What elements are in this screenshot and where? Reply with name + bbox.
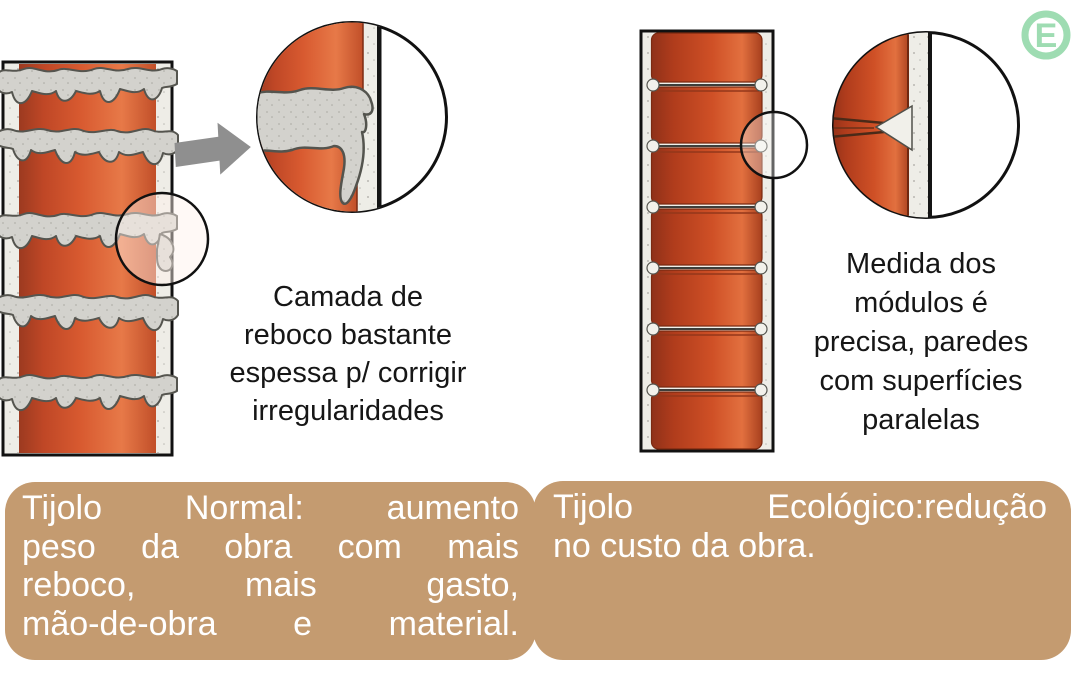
summary-line: reboco, mais gasto,: [22, 566, 519, 605]
normal-brick-wall: [0, 60, 179, 457]
normal-wall-magnifier-circle: [114, 191, 210, 287]
eco-brick-detail-circle: [832, 31, 1020, 219]
e-logo-ring: [1021, 10, 1071, 60]
eco-brick-wall: [639, 29, 775, 453]
summary-line: no custo da obra.: [553, 526, 816, 565]
summary-line: peso da obra com mais: [22, 527, 519, 566]
summary-line: mão-de-obra e material.: [22, 604, 519, 643]
zoom-arrow: [174, 122, 251, 175]
e-logo: E: [1021, 10, 1071, 60]
summary-line: Tijolo Ecológico:redução: [553, 488, 1047, 526]
normal-brick-detail-circle: [256, 21, 448, 213]
eco-brick-caption: Medida dos módulos é precisa, paredes co…: [813, 248, 1029, 436]
normal-brick-summary-box: Tijolo Normal: aumento peso da obra com …: [5, 482, 536, 660]
eco-wall-magnifier-circle: [739, 110, 809, 180]
e-logo-letter: E: [1035, 17, 1058, 55]
eco-brick-summary-box: Tijolo Ecológico:redução no custo da obr…: [533, 481, 1071, 660]
normal-brick-caption: Camada de reboco bastante espessa p/ cor…: [229, 281, 467, 427]
summary-line: Tijolo Normal: aumento: [22, 489, 519, 527]
